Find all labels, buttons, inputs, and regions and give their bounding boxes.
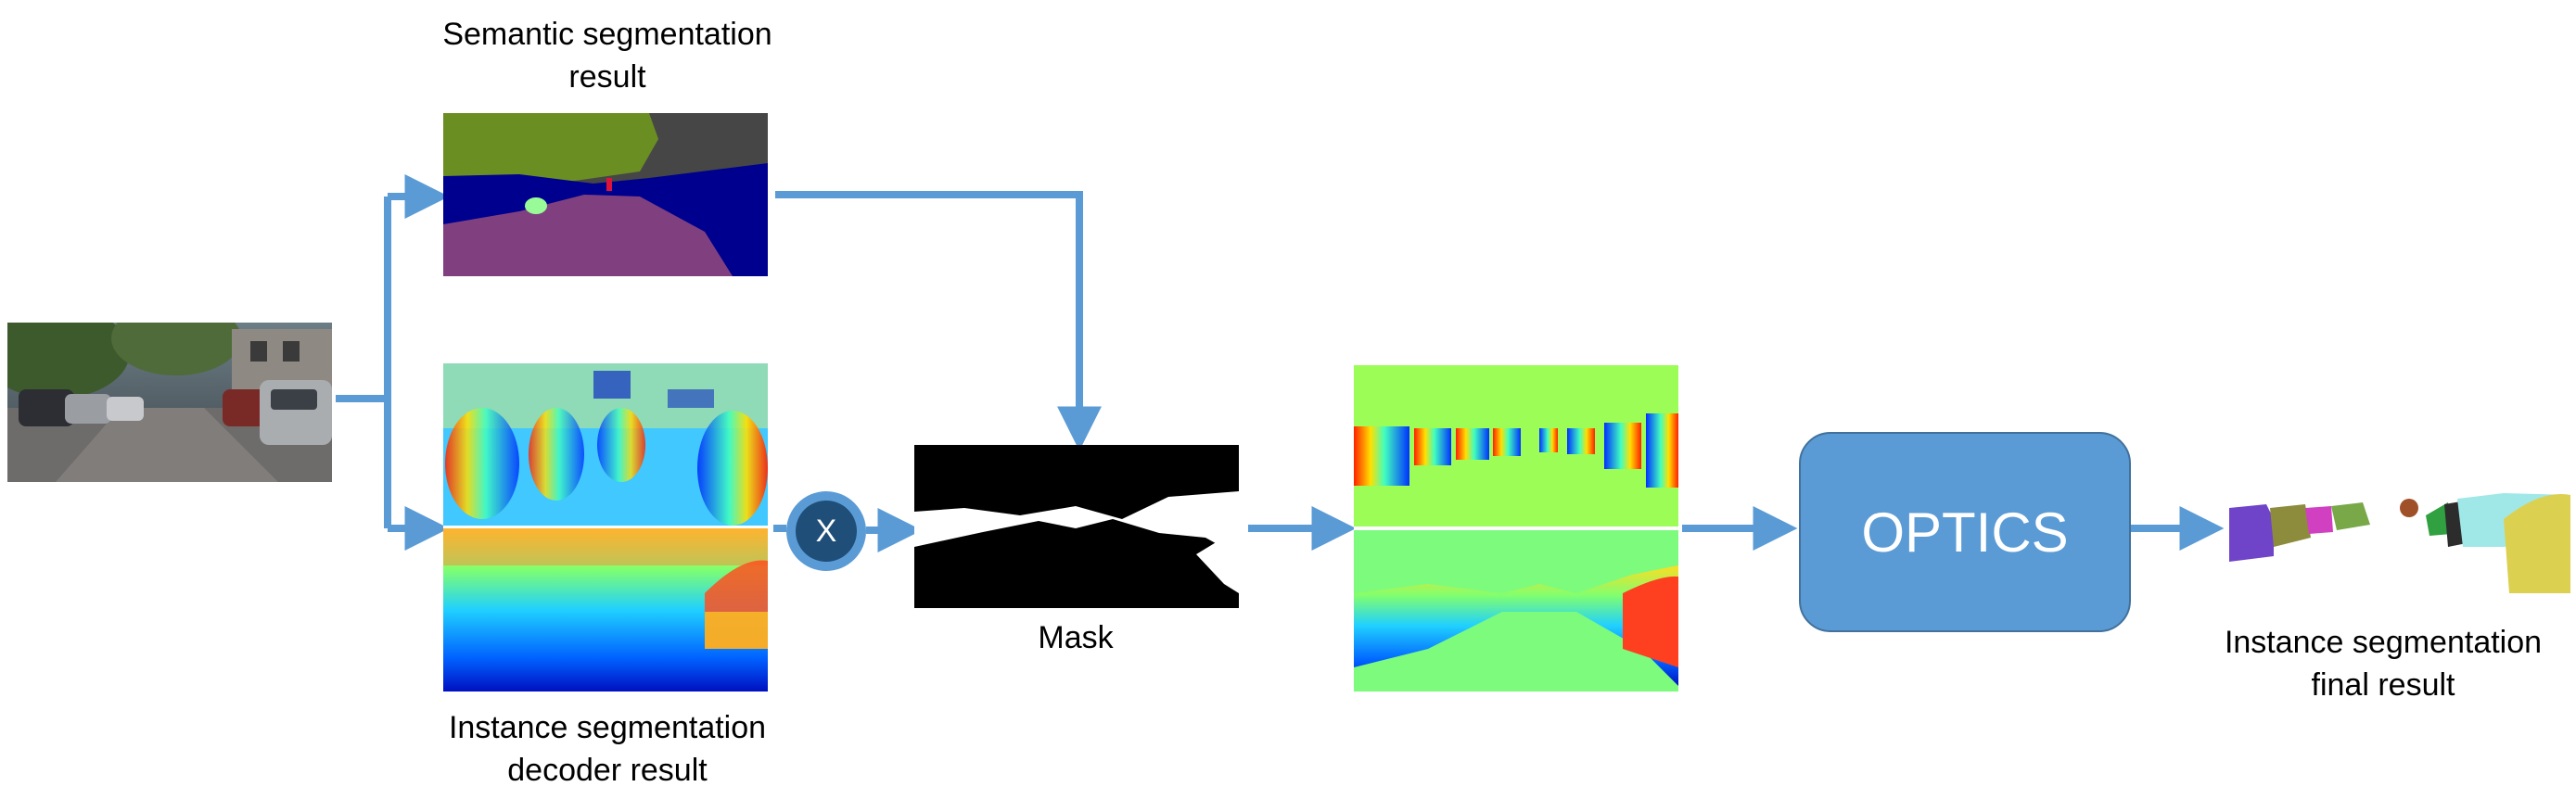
arrow-semantic-to-mask — [775, 191, 1102, 451]
decoder-caption-line2: decoder result — [507, 753, 708, 788]
masked-map-divider — [1354, 527, 1678, 530]
multiply-symbol: X — [796, 501, 857, 562]
optics-label: OPTICS — [1861, 501, 2069, 564]
connector-arrows — [336, 174, 2225, 552]
decoder-embedding-x-map — [443, 363, 768, 527]
final-caption-line2: final result — [2311, 667, 2455, 703]
semantic-caption-line1: Semantic segmentation — [442, 17, 772, 52]
final-caption-line1: Instance segmentation — [2224, 625, 2543, 660]
mask-caption-text: Mask — [1038, 620, 1114, 655]
final-instance-segmentation-image — [2229, 493, 2570, 593]
mask-image — [914, 445, 1239, 608]
semantic-result-caption: Semantic segmentation result — [399, 13, 816, 98]
multiply-node: X — [786, 491, 866, 571]
semantic-caption-line2: result — [568, 59, 646, 95]
input-street-image — [7, 323, 332, 482]
masked-embedding-x-map — [1354, 365, 1678, 527]
decoder-result-caption: Instance segmentation decoder result — [399, 706, 816, 792]
decoder-caption-line1: Instance segmentation — [448, 710, 767, 745]
final-result-caption: Instance segmentation final result — [2198, 621, 2569, 706]
decoder-embedding-y-map — [443, 528, 768, 691]
optics-clustering-box: OPTICS — [1799, 432, 2131, 632]
semantic-segmentation-image — [443, 113, 768, 276]
masked-embedding-y-map — [1354, 530, 1678, 691]
decoder-map-divider — [443, 526, 768, 528]
mask-caption: Mask — [983, 616, 1168, 659]
